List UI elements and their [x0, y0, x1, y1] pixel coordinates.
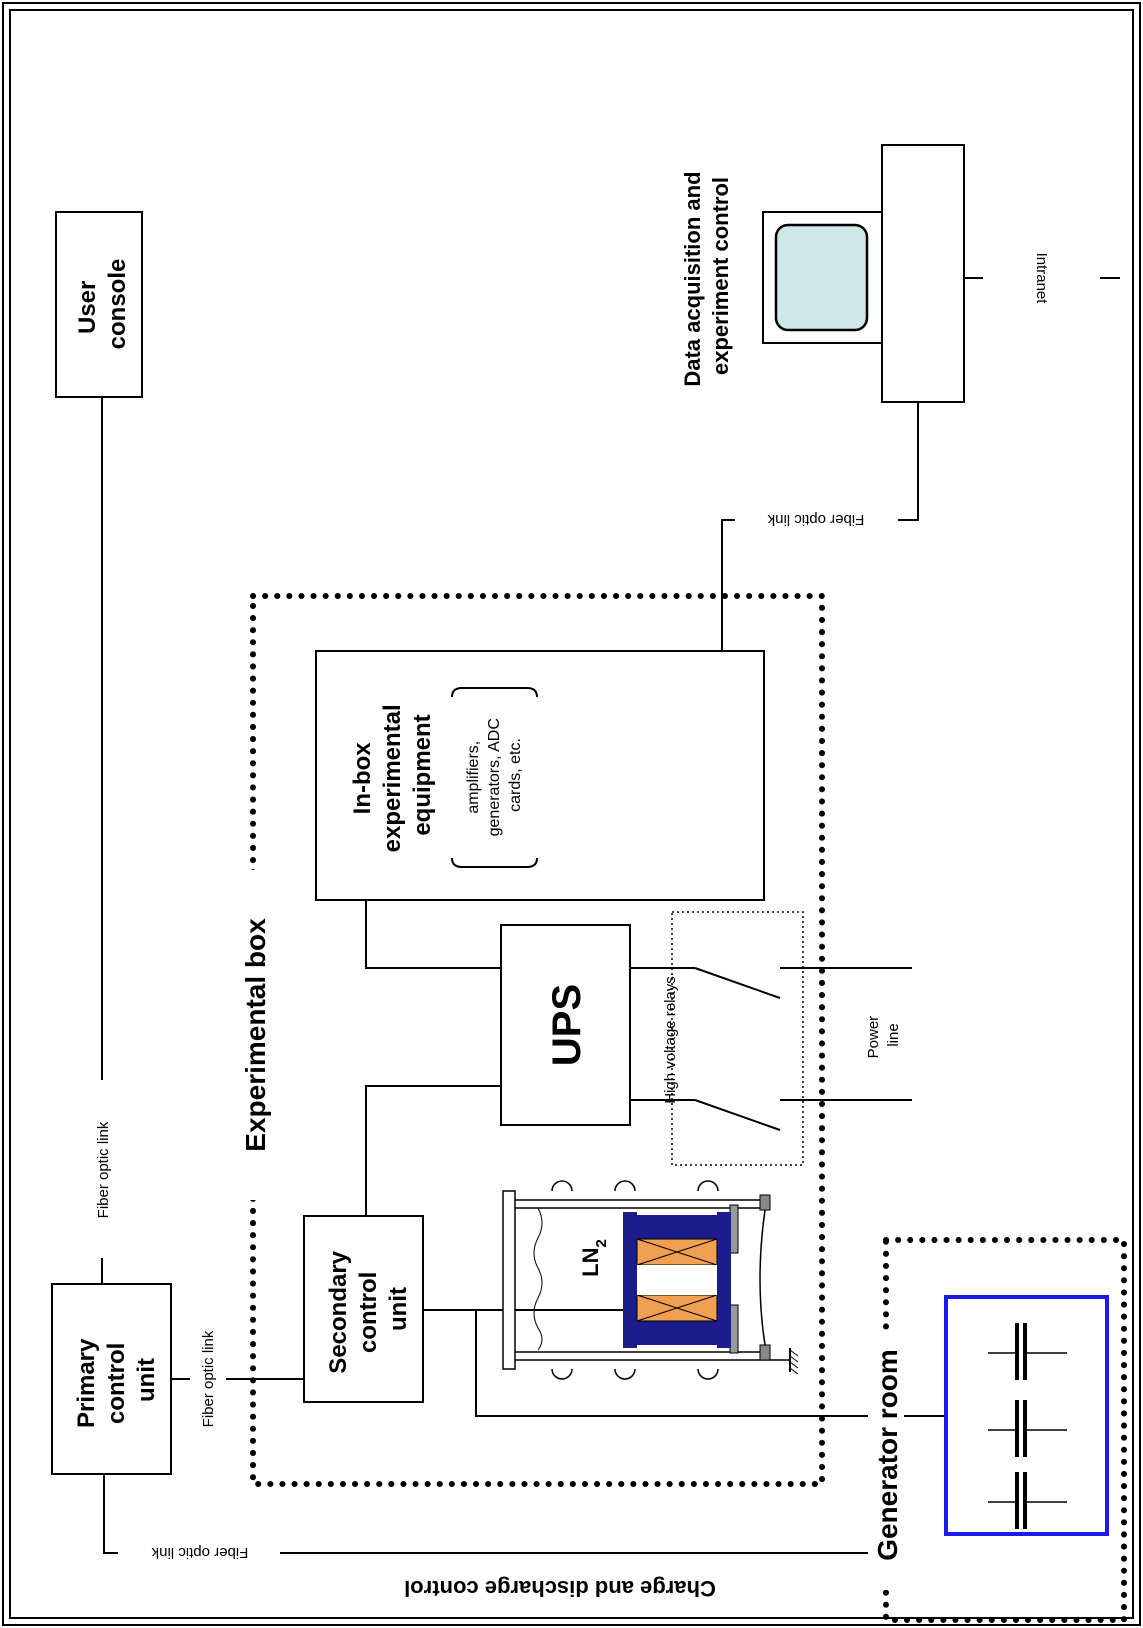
inbox-title-line1: In-box: [349, 742, 376, 815]
relay-switch-2: [630, 1099, 912, 1131]
svg-text:In-box experimental: In-box experimental equipment: [349, 698, 436, 853]
link-secondary-generator: [475, 1310, 946, 1417]
ln2-label: LN: [578, 1248, 603, 1277]
primary-control-unit: Primary control unit: [51, 1283, 172, 1475]
fiber-optic-link-label-right: Fiber optic link: [767, 511, 864, 528]
link-ups-inbox: [365, 900, 501, 969]
ln2-subscript: 2: [593, 1239, 610, 1247]
svg-text:Secondary control: Secondary control unit: [325, 1244, 412, 1373]
relays-dotted-box: [671, 911, 804, 1166]
secondary-line2: control: [355, 1272, 382, 1353]
link-inbox-daq: [721, 519, 735, 651]
svg-text:LN2: LN2: [578, 1239, 610, 1277]
link-secondary-ups: [365, 1085, 501, 1216]
high-voltage-relays-label: High voltage relays: [662, 976, 679, 1104]
secondary-control-unit: Secondary control unit: [303, 1215, 424, 1403]
user-console-line1: User: [74, 281, 101, 334]
primary-line3: unit: [133, 1358, 160, 1402]
fiber-optic-link-label-bottom: Fiber optic link: [151, 1544, 248, 1561]
generator-room-label: Generator room: [872, 1349, 903, 1561]
secondary-line1: Secondary: [325, 1250, 352, 1373]
intranet-label: Intranet: [1033, 253, 1050, 305]
user-console: User console: [55, 211, 143, 398]
link-inbox-daq-b: [898, 402, 919, 521]
power-line-label-2: line: [885, 1023, 902, 1046]
svg-text:Primary control un: Primary control unit: [73, 1332, 160, 1428]
inbox-sub-line3: cards, etc.: [507, 738, 524, 812]
computer-icon: [762, 144, 965, 403]
link-primary-generator: [103, 1474, 118, 1554]
inbox-title-line3: equipment: [409, 714, 436, 835]
fiber-optic-link-label-top: Fiber optic link: [95, 1121, 112, 1218]
ups-label: UPS: [545, 984, 589, 1066]
capacitor-bank: [944, 1295, 1109, 1536]
experimental-box-label: Experimental box: [240, 918, 271, 1152]
inbox-brace-top: [451, 687, 538, 698]
user-console-line2: console: [104, 259, 131, 350]
inbox-brace-bottom: [451, 857, 538, 868]
generator-room-border: [883, 1237, 1127, 1623]
in-box-equipment: In-box experimental equipment amplifiers…: [315, 650, 765, 901]
svg-text:Power line: Power line: [865, 1012, 902, 1059]
svg-text:Data acquisition and exper: Data acquisition and experiment control: [680, 165, 733, 386]
charge-discharge-control-label: Charge and discharge control: [404, 1576, 716, 1601]
primary-line1: Primary: [73, 1338, 100, 1428]
daq-line2: experiment control: [708, 177, 733, 375]
fiber-optic-link-label-mid: Fiber optic link: [200, 1330, 217, 1427]
experimental-box-label-bg: [235, 870, 271, 1200]
svg-text:amplifiers, generators,: amplifiers, generators, ADC cards, etc.: [465, 714, 524, 837]
cryostat-coil: [502, 1180, 799, 1380]
primary-line2: control: [103, 1343, 130, 1424]
daq-line1: Data acquisition and: [680, 171, 705, 386]
inbox-sub-line2: generators, ADC: [486, 718, 503, 836]
inner-frame: [9, 9, 1134, 1619]
svg-text:User console: User console: [74, 259, 131, 350]
relay-switch-1: [630, 967, 912, 999]
secondary-line3: unit: [385, 1287, 412, 1331]
inbox-title-line2: experimental: [379, 704, 406, 852]
power-line-label-1: Power: [865, 1016, 882, 1059]
ups: UPS: [500, 924, 631, 1126]
generator-room-label-bg: [868, 1330, 904, 1590]
inbox-sub-line1: amplifiers,: [465, 741, 482, 814]
